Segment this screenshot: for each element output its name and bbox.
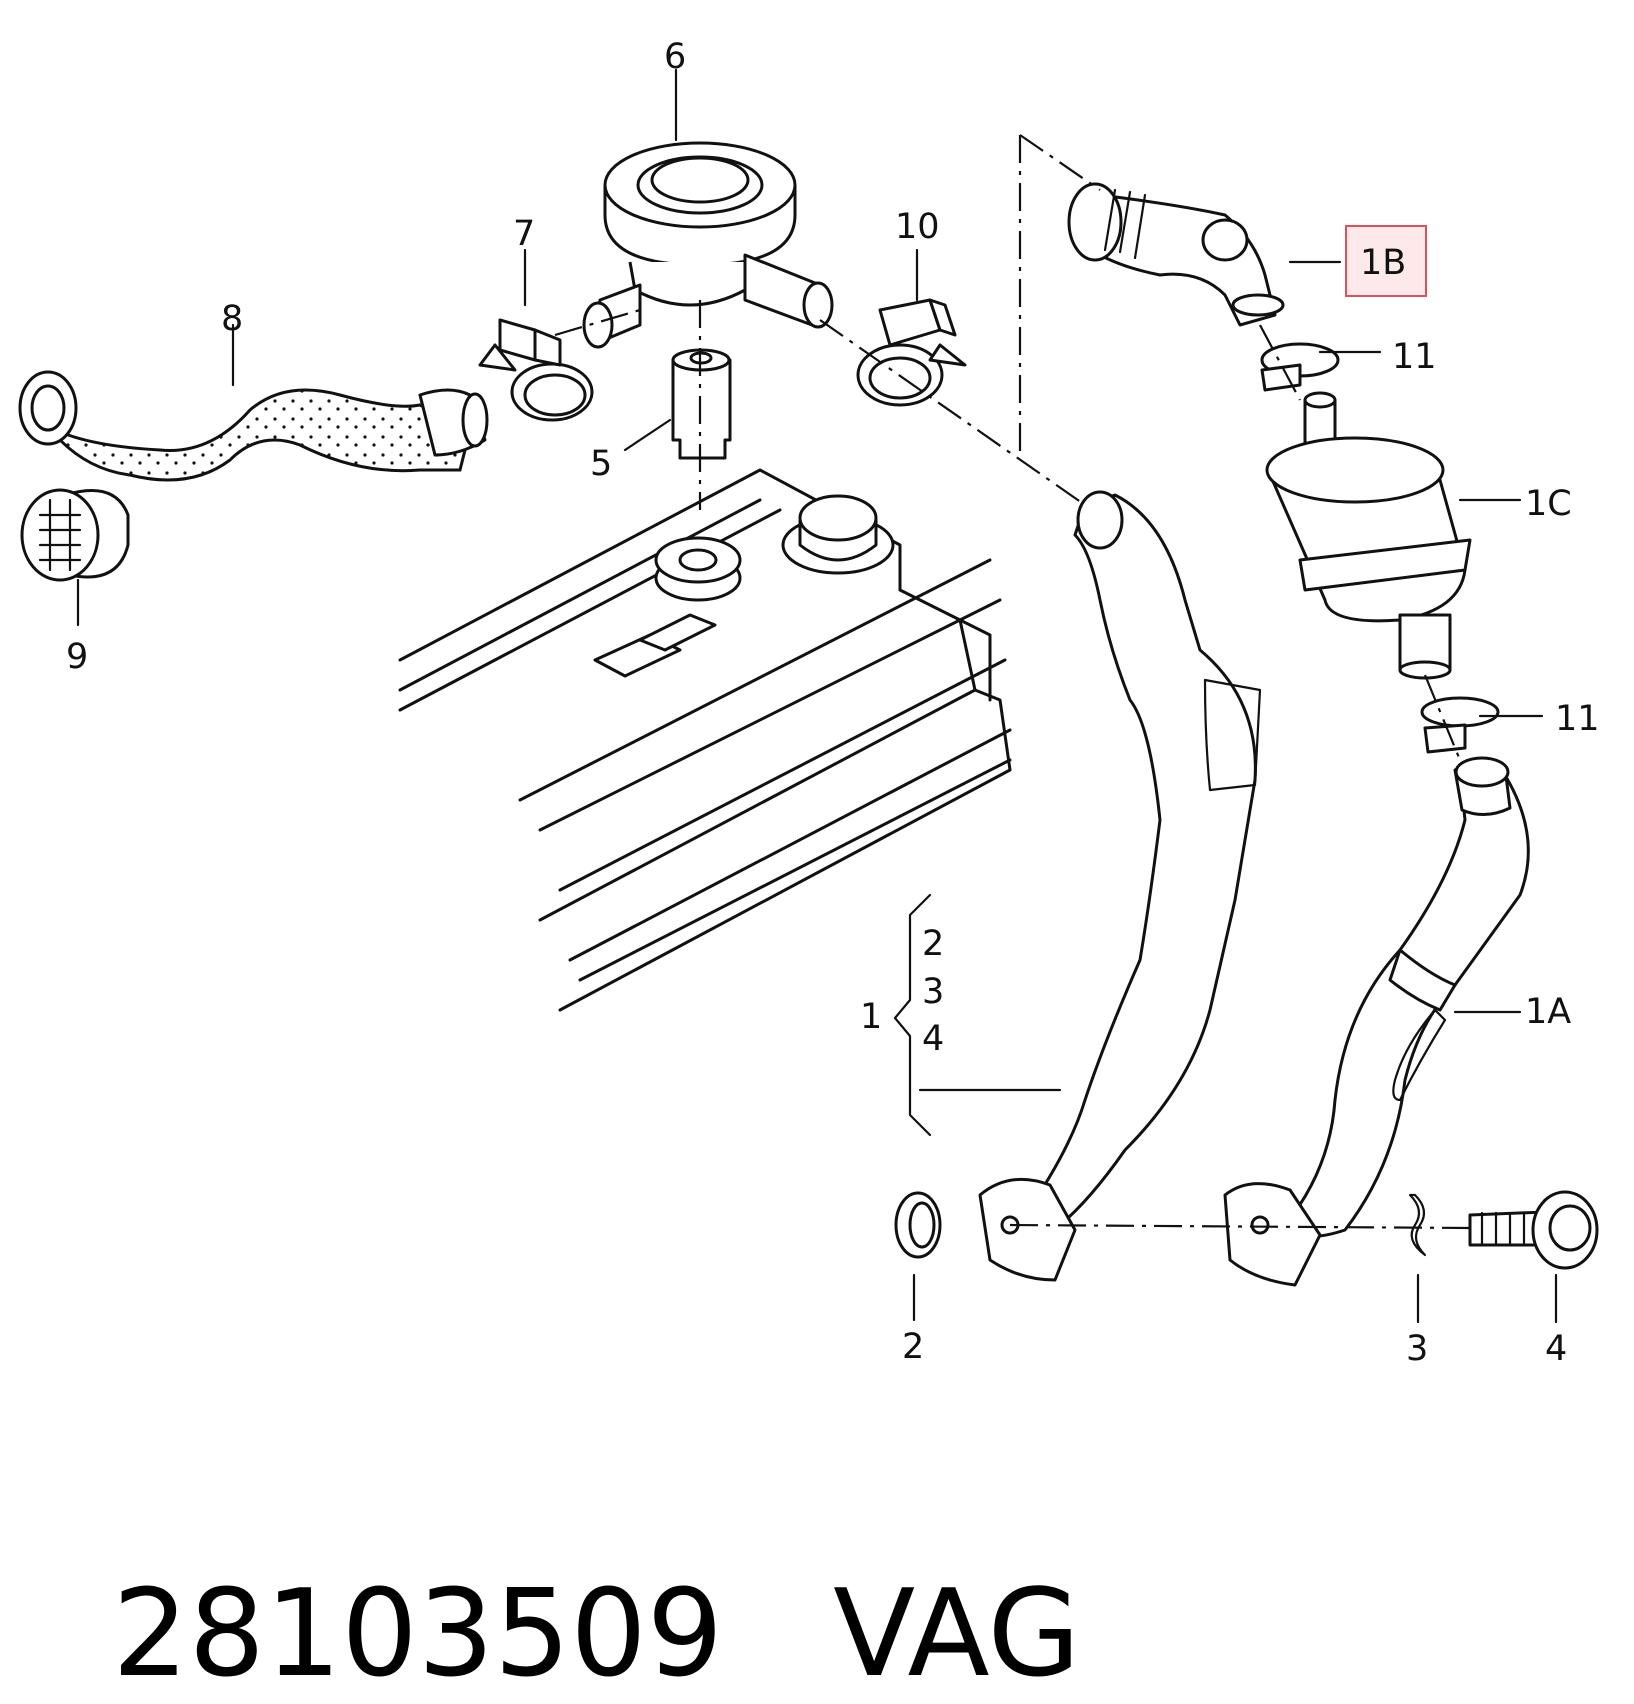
label-11-upper: 11 bbox=[1392, 337, 1437, 377]
parts-diagram: 6 7 8 10 1B 11 1C 5 9 11 2 3 4 1 1A 2 3 … bbox=[18, 37, 1600, 1369]
washer-3 bbox=[1408, 1193, 1427, 1257]
label-1a: 1A bbox=[1525, 992, 1571, 1032]
label-8: 8 bbox=[221, 299, 243, 339]
bracket-group-1 bbox=[893, 893, 1062, 1137]
hose-1a bbox=[1223, 756, 1530, 1287]
valve-cover bbox=[398, 468, 1012, 1012]
label-7: 7 bbox=[513, 214, 535, 254]
label-9: 9 bbox=[66, 637, 88, 677]
center-lines bbox=[554, 134, 1471, 1230]
label-1b: 1B bbox=[1360, 243, 1406, 283]
brand-name: VAG bbox=[833, 1565, 1081, 1704]
seal-ring-2 bbox=[894, 1191, 942, 1259]
clamp-10 bbox=[856, 298, 967, 407]
label-3: 3 bbox=[1406, 1329, 1428, 1369]
label-11-lower: 11 bbox=[1555, 699, 1600, 739]
oil-separator-1c bbox=[1265, 391, 1472, 680]
part-labels: 6 7 8 10 1B 11 1C 5 9 11 2 3 4 1 1A 2 3 … bbox=[66, 37, 1600, 1369]
label-group-3: 3 bbox=[922, 972, 944, 1012]
label-5: 5 bbox=[590, 444, 612, 484]
label-4: 4 bbox=[1545, 1329, 1567, 1369]
label-10: 10 bbox=[895, 207, 940, 247]
hose-1 bbox=[978, 490, 1262, 1282]
label-group-4: 4 bbox=[922, 1019, 944, 1059]
label-1c: 1C bbox=[1525, 484, 1572, 524]
hose-8 bbox=[18, 370, 489, 482]
clamp-7 bbox=[478, 318, 594, 422]
cap-9 bbox=[20, 488, 130, 582]
label-6: 6 bbox=[664, 37, 686, 77]
breather-elbow-1b bbox=[1067, 182, 1285, 327]
plug bbox=[671, 348, 732, 460]
label-2: 2 bbox=[902, 1327, 924, 1367]
part-number: 28103509 bbox=[112, 1565, 724, 1704]
clamp-11-lower bbox=[1420, 696, 1500, 754]
leader-lines bbox=[76, 68, 1558, 1324]
bolt-4 bbox=[1468, 1190, 1599, 1270]
label-group-2: 2 bbox=[922, 924, 944, 964]
pcv-valve bbox=[582, 141, 834, 349]
label-1: 1 bbox=[860, 997, 882, 1037]
highlight-box-1b bbox=[1345, 225, 1427, 297]
